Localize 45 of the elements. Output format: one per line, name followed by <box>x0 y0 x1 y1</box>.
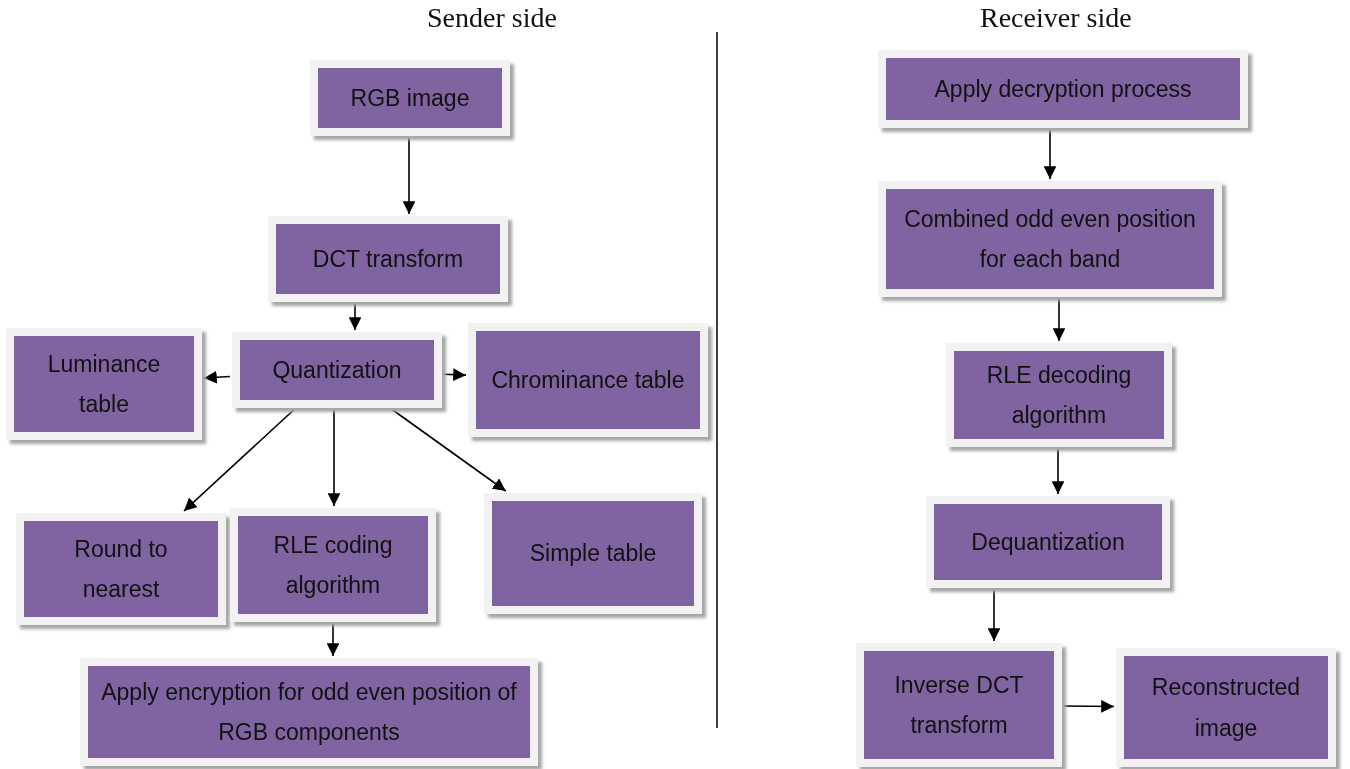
arrow <box>1051 448 1065 495</box>
process-box <box>268 216 508 302</box>
box-label: Combined odd even position for each band <box>903 204 1197 274</box>
arrow <box>1043 129 1057 180</box>
arrow <box>348 303 362 331</box>
process-box <box>6 328 202 440</box>
arrow <box>203 370 231 384</box>
process-box <box>926 496 1170 588</box>
box-label: Reconstructed image <box>1150 673 1302 743</box>
box-label: DCT transform <box>312 244 464 274</box>
section-heading: Receiver side <box>980 2 1132 34</box>
arrow <box>987 589 1001 642</box>
process-box <box>484 493 702 614</box>
process-box <box>1116 648 1336 767</box>
process-box <box>230 508 436 622</box>
process-box <box>878 181 1222 297</box>
process-box <box>856 643 1062 767</box>
process-box <box>310 60 510 136</box>
section-heading: Sender side <box>427 2 557 34</box>
process-box <box>16 513 226 625</box>
process-box <box>878 50 1248 128</box>
box-label: Luminance table <box>46 349 162 419</box>
box-label: Simple table <box>529 539 657 569</box>
arrow <box>183 409 295 512</box>
process-box <box>946 343 1172 447</box>
arrow <box>392 409 507 492</box>
box-label: Chrominance table <box>491 365 685 395</box>
process-box <box>232 332 442 408</box>
arrow <box>327 409 341 507</box>
box-label: RGB image <box>350 83 470 113</box>
arrow <box>402 137 416 215</box>
box-label: Quantization <box>272 355 402 385</box>
box-label: RLE coding algorithm <box>272 530 394 600</box>
box-label: Inverse DCT transform <box>893 670 1025 740</box>
arrow <box>443 368 467 381</box>
box-label: Apply encryption for odd even position of RGB components <box>100 677 518 747</box>
box-label: Dequantization <box>971 527 1125 557</box>
box-label: RLE decoding algorithm <box>985 360 1133 430</box>
arrow <box>1063 699 1115 713</box>
arrow <box>326 623 340 657</box>
process-box <box>468 323 708 437</box>
box-label: Round to nearest <box>73 534 169 604</box>
process-box <box>80 658 538 766</box>
box-label: Apply decryption process <box>934 74 1192 104</box>
arrow <box>1052 298 1066 342</box>
